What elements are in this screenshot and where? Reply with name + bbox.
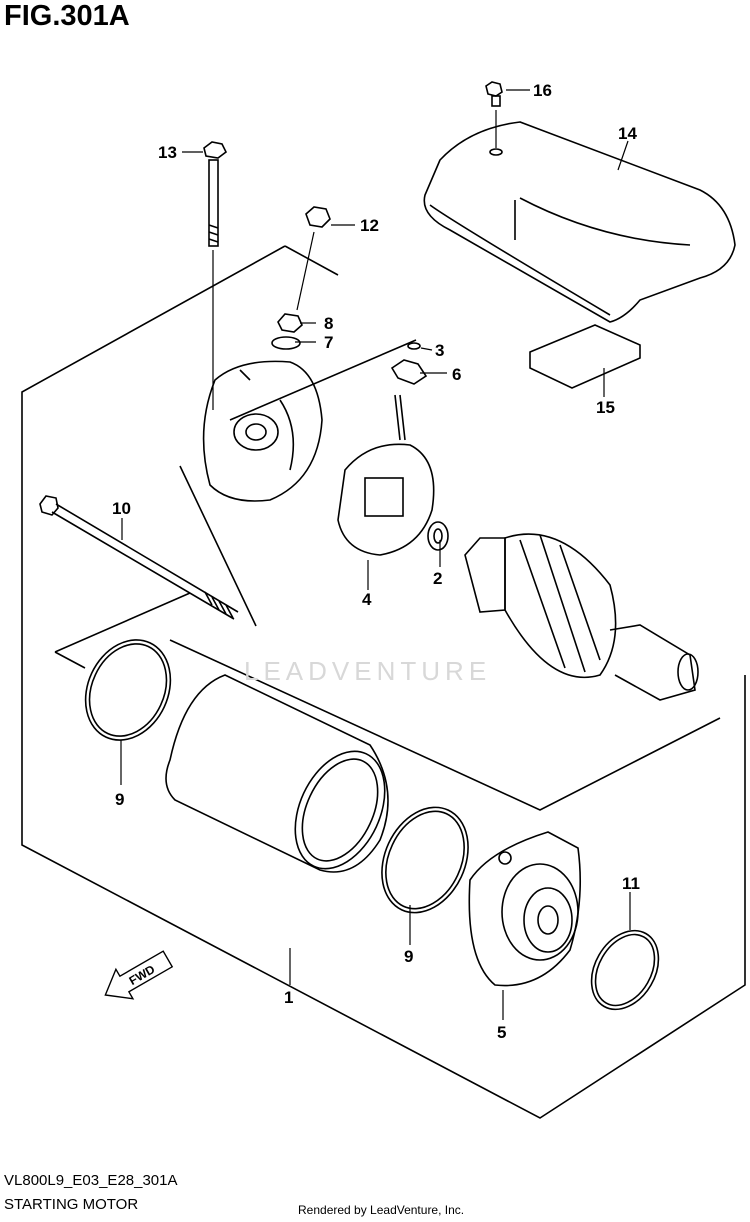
callout-9-left: 9 [115, 790, 124, 809]
figure-name: STARTING MOTOR [4, 1196, 139, 1213]
o-ring-9-left-inner [88, 643, 168, 737]
assembly-frame [21, 245, 746, 1119]
armature [464, 533, 699, 701]
figure-code: VL800L9_E03_E28_301A [4, 1172, 178, 1189]
drive-housing-5 [468, 831, 581, 987]
callout-4: 4 [362, 590, 372, 609]
callout-labels: 16 14 13 12 8 7 3 6 15 10 4 2 9 1 9 11 5 [112, 81, 640, 1042]
cover-14 [423, 121, 736, 323]
callout-5: 5 [497, 1023, 506, 1042]
callout-1: 1 [284, 988, 293, 1007]
o-ring-11 [590, 929, 660, 1011]
callout-12: 12 [360, 216, 379, 235]
terminal-6 [390, 359, 428, 385]
bolt-13 [203, 141, 228, 247]
o-ring-11-inner [594, 933, 656, 1007]
nut-8 [277, 313, 303, 333]
callout-16: 16 [533, 81, 552, 100]
pad-15 [529, 324, 641, 389]
callout-13: 13 [158, 143, 177, 162]
yoke-1 [165, 674, 389, 873]
callout-11: 11 [622, 874, 640, 893]
watermark: LEADVENTURE [244, 656, 492, 686]
rendered-by: Rendered by LeadVenture, Inc. [298, 1203, 465, 1217]
callout-10: 10 [112, 499, 131, 518]
callout-7: 7 [324, 333, 333, 352]
fwd-arrow-icon: FWD [104, 950, 174, 1000]
nut-12 [305, 206, 331, 228]
bolt-16 [485, 81, 503, 107]
washer-2 [427, 521, 449, 551]
figure-title: FIG.301A [4, 0, 130, 32]
frame-diagonal [179, 339, 417, 627]
callout-6: 6 [452, 365, 461, 384]
brush-holder-4 [337, 394, 435, 556]
frame-inner-edge [54, 592, 721, 811]
callout-9-right: 9 [404, 947, 413, 966]
o-ring-9-right-inner [385, 810, 465, 910]
callout-8: 8 [324, 314, 333, 333]
o-ring-3 [407, 342, 421, 350]
callout-15: 15 [596, 398, 615, 417]
leader-lines [120, 89, 631, 1020]
frame-top-edge [284, 245, 339, 276]
end-housing [202, 360, 323, 502]
callout-3: 3 [435, 341, 444, 360]
callout-2: 2 [433, 569, 442, 588]
washer-7 [271, 336, 301, 350]
callout-14: 14 [618, 124, 637, 143]
through-bolt-10 [39, 495, 239, 620]
o-ring-9-right [381, 806, 469, 914]
o-ring-9-left [84, 639, 172, 741]
